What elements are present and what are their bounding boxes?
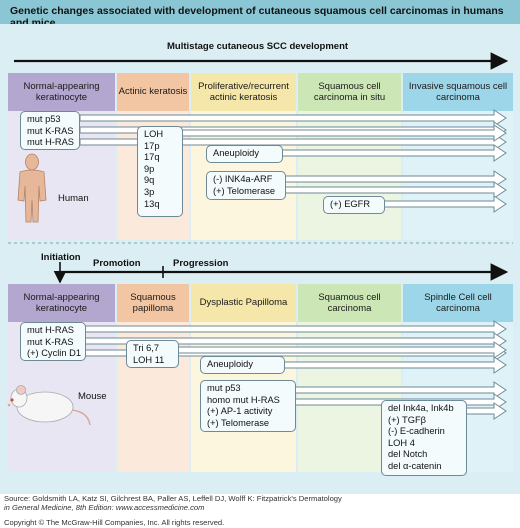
arrow-mouse-hras <box>84 320 507 338</box>
mouse-stage-3: Dysplastic Papilloma <box>191 284 296 322</box>
mouse-figure-icon <box>7 385 91 426</box>
human-stage-5: Invasive squamous cell carcinoma <box>403 73 513 111</box>
arrow-mut-p53 <box>79 109 507 127</box>
mouse-label: Mouse <box>78 391 107 402</box>
box-line: 17q <box>144 152 160 163</box>
human-egfr-box: (+) EGFR <box>323 196 385 214</box>
human-stage-3: Proliferative/recurrent actinic keratosi… <box>191 73 296 111</box>
initiation-label: Initiation <box>41 252 81 263</box>
copyright-line: Copyright © The McGraw-Hill Companies, I… <box>4 518 225 527</box>
arrow-telomerase <box>284 181 507 199</box>
human-aneuploidy-box: Aneuploidy <box>206 145 283 163</box>
box-line: (+) Telomerase <box>213 185 276 196</box>
box-line: mut H-RAS <box>27 325 75 335</box>
box-line: LOH 4 <box>388 437 415 448</box>
box-line: (-) INK4a-ARF <box>213 174 273 184</box>
box-line: Tri 6,7 <box>133 343 160 353</box>
box-line: del α-catenin <box>388 460 442 471</box>
mouse-p53-box: mut p53 homo mut H-RAS (+) AP-1 activity… <box>200 380 296 432</box>
human-stage-4: Squamous cell carcinoma in situ <box>298 73 401 111</box>
box-line: (+) EGFR <box>330 199 371 209</box>
arrow-ink4a <box>284 170 507 188</box>
box-line: mut p53 <box>207 383 241 393</box>
stage-label: Invasive squamous cell carcinoma <box>408 80 508 104</box>
box-line: mut K-RAS <box>27 336 74 347</box>
arrow-aneuploidy <box>281 144 507 162</box>
box-line: del Ink4a, Ink4b <box>388 403 454 413</box>
mouse-del-box: del Ink4a, Ink4b (+) TGFβ (-) E-cadherin… <box>381 400 467 476</box>
mouse-tri-box: Tri 6,7 LOH 11 <box>126 340 179 368</box>
human-loh-box: LOH 17p 17q 9p 9q 3p 13q <box>137 126 183 217</box>
box-line: homo mut H-RAS <box>207 394 280 405</box>
box-line: del Notch <box>388 449 428 460</box>
source-line-1: Source: Goldsmith LA, Katz SI, Gilchrest… <box>4 494 342 503</box>
stage-label: Squamous cell carcinoma in situ <box>313 80 386 104</box>
mouse-stage-2: Squamous papilloma <box>117 284 189 322</box>
box-line: (+) AP-1 activity <box>207 406 273 417</box>
human-stage-1: Normal-appearing keratinocyte <box>8 73 115 111</box>
box-line: LOH 11 <box>133 354 165 365</box>
human-mutations-box: mut p53 mut K-RAS mut H-RAS <box>20 111 80 150</box>
mouse-stage-1: Normal-appearing keratinocyte <box>8 284 115 322</box>
box-line: (+) Cyclin D1 <box>27 348 81 359</box>
stage-label: Dysplastic Papilloma <box>199 297 288 309</box>
box-line: 9p <box>144 163 155 174</box>
arrow-egfr <box>383 195 507 213</box>
stage-label: Normal-appearing keratinocyte <box>23 80 100 104</box>
mouse-aneuploidy-box: Aneuploidy <box>200 356 285 374</box>
arrow-mouse-del <box>465 402 507 420</box>
box-line: 3p <box>144 186 155 197</box>
stage-label: Squamous papilloma <box>130 291 176 315</box>
box-line: 9q <box>144 175 155 186</box>
box-line: mut K-RAS <box>27 125 74 136</box>
human-label: Human <box>58 193 89 204</box>
box-line: Aneuploidy <box>213 148 260 158</box>
promotion-label: Promotion <box>93 258 141 269</box>
source-line-2: in General Medicine, 8th Edition: www.ac… <box>4 503 205 512</box>
box-line: mut p53 <box>27 114 61 124</box>
mouse-stage-5: Spindle Cell cell carcinoma <box>403 284 513 322</box>
box-line: 13q <box>144 198 160 209</box>
progression-label: Progression <box>173 258 229 269</box>
arrow-mouse-aneuploidy <box>283 356 507 374</box>
stage-label: Normal-appearing keratinocyte <box>23 291 100 315</box>
mouse-mutations-box: mut H-RAS mut K-RAS (+) Cyclin D1 <box>20 322 86 361</box>
stage-label: Spindle Cell cell carcinoma <box>424 291 492 315</box>
arrow-mouse-tri <box>177 341 507 359</box>
human-progression-header: Multistage cutaneous SCC development <box>167 41 349 52</box>
box-line: (+) TGFβ <box>388 414 426 425</box>
arrow-mouse-p53 <box>294 381 507 399</box>
arrow-loh <box>181 124 507 142</box>
box-line: (-) E-cadherin <box>388 426 445 437</box>
human-stage-2: Actinic keratosis <box>117 73 189 111</box>
box-line: 17p <box>144 140 160 151</box>
stage-label: Squamous cell carcinoma <box>318 291 381 315</box>
stage-label: Proliferative/recurrent actinic keratosi… <box>198 80 289 104</box>
human-ink-box: (-) INK4a-ARF (+) Telomerase <box>206 171 286 200</box>
stage-label: Actinic keratosis <box>118 86 188 98</box>
box-line: Aneuploidy <box>207 359 254 369</box>
title-bar: Genetic changes associated with developm… <box>0 0 520 29</box>
box-line: (+) Telomerase <box>207 417 270 428</box>
box-line: mut H-RAS <box>27 137 75 148</box>
box-line: LOH <box>144 129 164 139</box>
mouse-stage-4: Squamous cell carcinoma <box>298 284 401 322</box>
human-figure-icon <box>17 153 47 223</box>
